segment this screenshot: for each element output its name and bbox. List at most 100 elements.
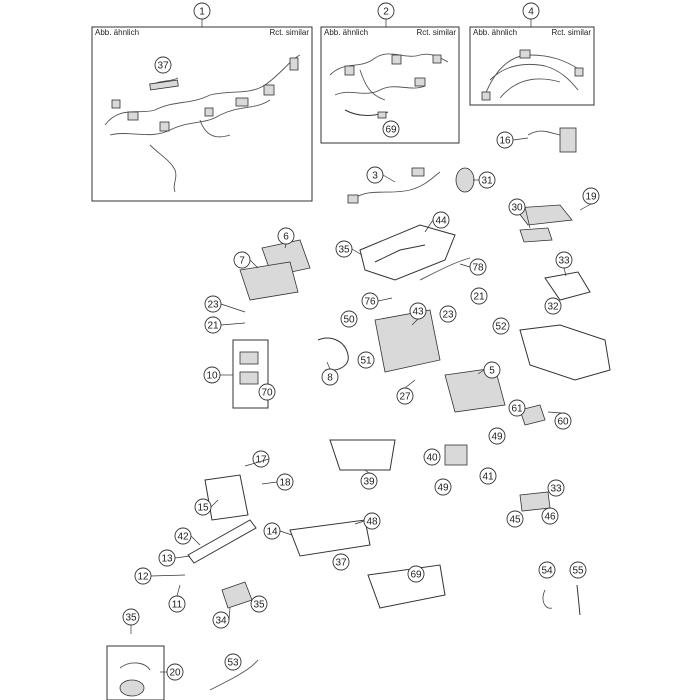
group-box-4: Abb. ähnlich Rct. similar [469, 17, 595, 106]
svg-text:61: 61 [511, 404, 523, 415]
svg-text:14: 14 [266, 527, 278, 538]
callout-43: 43 [409, 302, 427, 320]
callout-8: 8 [321, 368, 339, 386]
box2-label-de: Abb. ähnlich [324, 28, 368, 37]
callout-37: 37 [154, 56, 172, 74]
svg-text:49: 49 [491, 432, 503, 443]
callout-35: 35 [122, 608, 140, 626]
callout-4: 4 [522, 2, 540, 20]
svg-text:60: 60 [557, 417, 569, 428]
callout-1: 1 [193, 2, 211, 20]
callout-7: 7 [233, 251, 251, 269]
svg-text:32: 32 [547, 302, 559, 313]
svg-text:10: 10 [206, 371, 218, 382]
svg-text:8: 8 [327, 373, 333, 384]
callout-17: 17 [252, 450, 270, 468]
callout-2: 2 [377, 2, 395, 20]
callout-15: 15 [194, 498, 212, 516]
svg-text:69: 69 [385, 125, 397, 136]
callout-44: 44 [432, 211, 450, 229]
callout-35: 35 [335, 240, 353, 258]
svg-text:4: 4 [528, 7, 534, 18]
svg-text:18: 18 [279, 478, 291, 489]
svg-text:5: 5 [489, 366, 495, 377]
svg-text:12: 12 [137, 572, 149, 583]
callout-42: 42 [174, 527, 192, 545]
callout-12: 12 [134, 567, 152, 585]
svg-text:37: 37 [157, 61, 169, 72]
svg-text:21: 21 [473, 292, 485, 303]
callout-35: 35 [250, 595, 268, 613]
callout-39: 39 [360, 472, 378, 490]
box4-label-de: Abb. ähnlich [473, 28, 517, 37]
callout-6: 6 [277, 227, 295, 245]
svg-text:55: 55 [572, 566, 584, 577]
callout-40: 40 [423, 448, 441, 466]
callout-70: 70 [258, 383, 276, 401]
callout-49: 49 [434, 478, 452, 496]
group-box-1: Abb. ähnlich Rct. similar [91, 17, 313, 202]
callout-14: 14 [263, 522, 281, 540]
box4-label-en: Rct. similar [551, 28, 591, 37]
callout-5: 5 [483, 361, 501, 379]
callout-54: 54 [538, 561, 556, 579]
callout-31: 31 [478, 171, 496, 189]
svg-text:78: 78 [472, 263, 484, 274]
callout-21: 21 [204, 316, 222, 334]
svg-text:3: 3 [372, 171, 378, 182]
callout-52: 52 [492, 317, 510, 335]
callouts: 1 2 4 37 69 16 3 31 19 30 6 44 35 7 78 3… [122, 2, 600, 681]
svg-text:27: 27 [399, 392, 411, 403]
callout-41: 41 [479, 467, 497, 485]
svg-text:19: 19 [585, 192, 597, 203]
callout-46: 46 [541, 507, 559, 525]
callout-48: 48 [363, 512, 381, 530]
callout-11: 11 [168, 595, 186, 613]
part-drawings [106, 127, 611, 700]
callout-19: 19 [582, 187, 600, 205]
svg-text:23: 23 [442, 310, 454, 321]
svg-text:20: 20 [169, 668, 181, 679]
svg-text:49: 49 [437, 483, 449, 494]
svg-text:35: 35 [338, 245, 350, 256]
callout-3: 3 [366, 166, 384, 184]
svg-text:45: 45 [509, 515, 521, 526]
svg-text:21: 21 [207, 321, 219, 332]
svg-text:34: 34 [215, 616, 227, 627]
svg-text:50: 50 [343, 315, 355, 326]
svg-text:76: 76 [364, 297, 376, 308]
svg-text:46: 46 [544, 512, 556, 523]
callout-33: 33 [555, 251, 573, 269]
svg-text:13: 13 [161, 554, 173, 565]
svg-text:41: 41 [482, 472, 494, 483]
svg-text:40: 40 [426, 453, 438, 464]
svg-text:33: 33 [558, 256, 570, 267]
box2-label-en: Rct. similar [416, 28, 456, 37]
callout-69: 69 [382, 120, 400, 138]
callout-10: 10 [203, 366, 221, 384]
svg-text:35: 35 [125, 613, 137, 624]
svg-text:2: 2 [383, 7, 389, 18]
callout-16: 16 [496, 131, 514, 149]
svg-text:39: 39 [363, 477, 375, 488]
svg-text:69: 69 [410, 570, 422, 581]
svg-text:53: 53 [227, 658, 239, 669]
callout-50: 50 [340, 310, 358, 328]
leader-lines [130, 137, 592, 673]
svg-text:15: 15 [197, 503, 209, 514]
svg-text:51: 51 [360, 356, 372, 367]
svg-text:1: 1 [199, 7, 205, 18]
svg-text:33: 33 [550, 484, 562, 495]
callout-33: 33 [547, 479, 565, 497]
callout-60: 60 [554, 412, 572, 430]
svg-text:16: 16 [499, 136, 511, 147]
callout-76: 76 [361, 292, 379, 310]
callout-21: 21 [470, 287, 488, 305]
callout-55: 55 [569, 561, 587, 579]
callout-18: 18 [276, 473, 294, 491]
callout-32: 32 [544, 297, 562, 315]
svg-text:52: 52 [495, 322, 507, 333]
callout-13: 13 [158, 549, 176, 567]
svg-text:23: 23 [207, 300, 219, 311]
